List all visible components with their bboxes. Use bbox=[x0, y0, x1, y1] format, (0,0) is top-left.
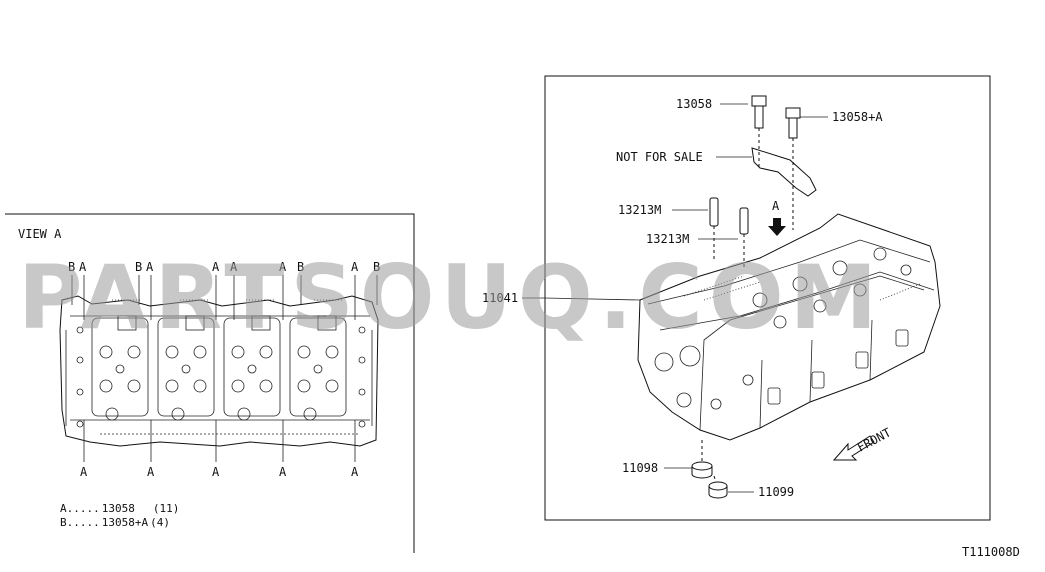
view-a-bottom-markers: A A A A A bbox=[80, 465, 359, 479]
view-a-valve-circles bbox=[76, 326, 366, 428]
marker-a: A bbox=[147, 465, 155, 479]
view-a-legend: A.....13058(11) B.....13058+A(4) bbox=[60, 502, 179, 529]
marker-a: A bbox=[351, 260, 359, 274]
legend-row-b: B.....13058+A(4) bbox=[60, 516, 170, 529]
marker-a: A bbox=[212, 260, 220, 274]
callout-13058[interactable]: 13058 bbox=[676, 97, 712, 111]
callout-11099[interactable]: 11099 bbox=[758, 485, 794, 499]
marker-a: A bbox=[279, 465, 287, 479]
view-a-bottom-leaders bbox=[83, 420, 356, 462]
view-a-title: VIEW A bbox=[18, 227, 62, 241]
callout-13213m[interactable]: 13213M bbox=[618, 203, 661, 217]
marker-a: A bbox=[212, 465, 220, 479]
seal-11099-icon bbox=[708, 475, 728, 499]
front-arrow-icon bbox=[832, 435, 875, 461]
cylinder-head-3d bbox=[637, 213, 941, 441]
legend-row-a: A.....13058(11) bbox=[60, 502, 179, 515]
callout-11041[interactable]: 11041 bbox=[482, 291, 518, 305]
front-label: FRONT bbox=[855, 425, 893, 454]
view-direction-arrow-icon bbox=[768, 218, 786, 236]
bolt-13058-a-icon bbox=[785, 107, 801, 230]
cylinder-head-top-view bbox=[59, 295, 379, 447]
view-a-arrow-label: A bbox=[772, 199, 780, 213]
marker-b: B bbox=[297, 260, 304, 274]
marker-b: B bbox=[68, 260, 75, 274]
marker-a: A bbox=[146, 260, 154, 274]
view-a-top-leaders bbox=[71, 275, 378, 320]
marker-b: B bbox=[373, 260, 380, 274]
marker-a: A bbox=[79, 260, 87, 274]
watermark: PARTSOUQ.COM bbox=[18, 246, 883, 349]
callout-not-for-sale: NOT FOR SALE bbox=[616, 150, 703, 164]
callout-13058-a[interactable]: 13058+A bbox=[832, 110, 883, 124]
marker-a: A bbox=[279, 260, 287, 274]
marker-a: A bbox=[230, 260, 238, 274]
diagram-code: T111008D bbox=[962, 545, 1020, 559]
view-a-frame bbox=[5, 213, 415, 553]
seal-11098-icon bbox=[691, 440, 713, 479]
view-a-top-markers: B A B A A A A B A B bbox=[68, 260, 380, 274]
dowel-pin-icon bbox=[739, 207, 749, 268]
view-a-panel: VIEW A B A B A A A A B A B bbox=[5, 213, 415, 553]
marker-a: A bbox=[80, 465, 88, 479]
marker-a: A bbox=[351, 465, 359, 479]
callout-11098[interactable]: 11098 bbox=[622, 461, 658, 475]
marker-b: B bbox=[135, 260, 142, 274]
bracket-icon bbox=[751, 147, 817, 197]
bolt-13058-icon bbox=[751, 95, 767, 170]
callout-13213m[interactable]: 13213M bbox=[646, 232, 689, 246]
dowel-pin-icon bbox=[709, 197, 719, 262]
